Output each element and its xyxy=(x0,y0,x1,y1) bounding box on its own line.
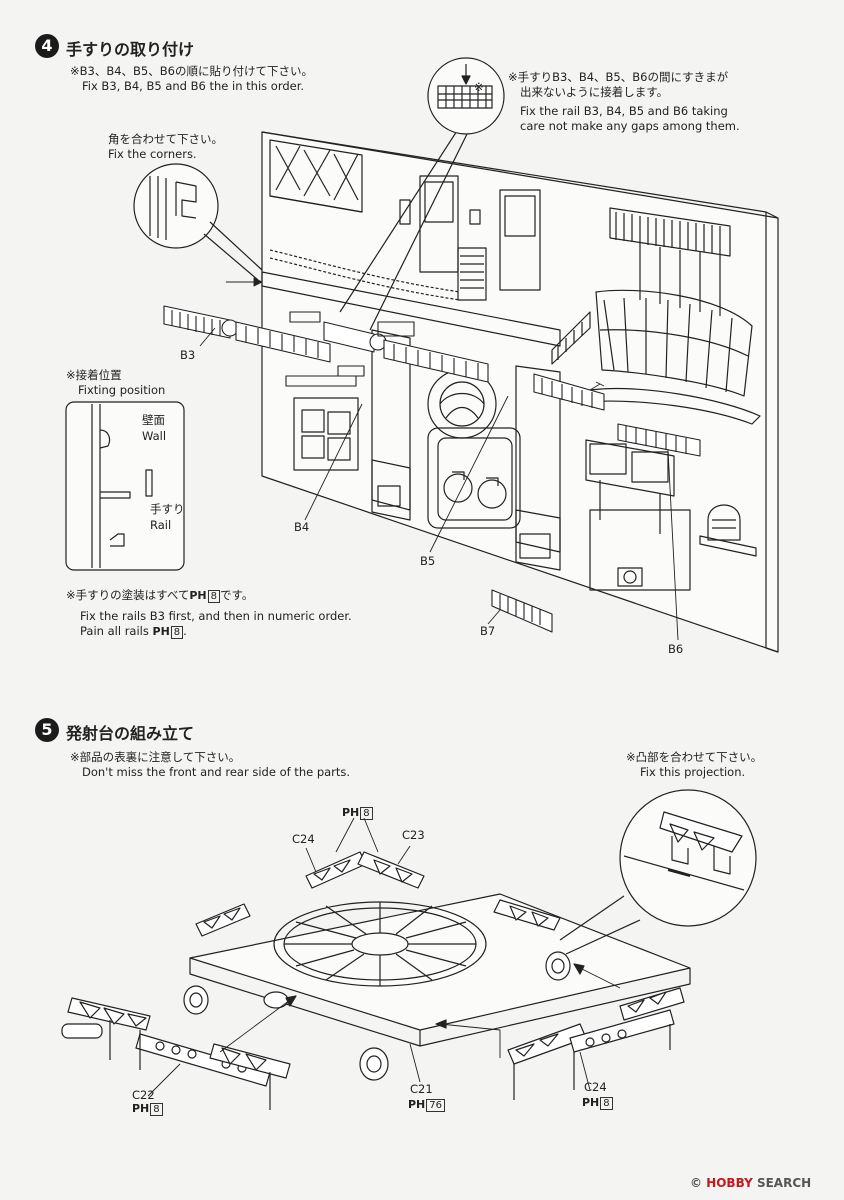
detail-projection xyxy=(559,789,757,955)
wall-panel-drawing xyxy=(261,131,779,653)
step-4-title: 手すりの取り付け xyxy=(66,40,195,59)
leader-lines xyxy=(199,277,679,641)
paint-note-en2-pre: Pain all rails xyxy=(80,624,149,638)
watermark-logo: © HOBBY SEARCH xyxy=(690,1176,811,1190)
watermark-search: SEARCH xyxy=(756,1176,812,1190)
paint-code-box: 8 xyxy=(207,590,221,603)
paint-code-box: 76 xyxy=(426,1099,446,1112)
fix-position-jp: ※接着位置 xyxy=(66,368,122,382)
order-note-jp: ※B3、B4、B5、B6の順に貼り付けて下さい。 xyxy=(70,64,313,78)
wall-label-jp: 壁面 xyxy=(142,413,165,427)
watermark-sep: © xyxy=(690,1176,702,1190)
paint-note-en2-post: . xyxy=(183,624,187,638)
part-label-b3: B3 xyxy=(180,348,196,362)
paint-prefix: PH xyxy=(582,1096,600,1109)
detail-rail-gap xyxy=(339,57,505,331)
step-5-title: 発射台の組み立て xyxy=(66,724,195,743)
gap-note-jp1: ※手すりB3、B4、B5、B6の間にすきまが xyxy=(508,70,729,84)
paint-prefix: PH xyxy=(408,1098,426,1111)
part-label-c22: C22 xyxy=(132,1088,155,1102)
launch-pad-drawing xyxy=(61,817,691,1110)
paint-prefix: PH xyxy=(189,589,207,602)
fix-position-en: Fixting position xyxy=(78,383,166,397)
projection-note-jp: ※凸部を合わせて下さい。 xyxy=(626,750,763,764)
part-label-b4: B4 xyxy=(294,520,310,534)
step-5-number: 5 xyxy=(35,718,59,742)
paint-prefix: PH xyxy=(152,625,170,638)
paint-code-box: 8 xyxy=(150,1103,163,1116)
gap-note-en2: care not make any gaps among them. xyxy=(520,119,740,133)
wall-label-en: Wall xyxy=(142,429,167,443)
watermark-hobby: HOBBY xyxy=(706,1176,753,1190)
rail-parts-drawing xyxy=(163,305,701,633)
fixing-position-detail xyxy=(65,401,185,571)
rail-label-jp: 手すり xyxy=(150,502,185,516)
order-note-en: Fix B3, B4, B5 and B6 the in this order. xyxy=(82,79,305,93)
gap-note-jp2: 出来ないように接着します。 xyxy=(520,85,669,99)
part-label-c21: C21 xyxy=(410,1082,433,1096)
side-note-en: Don't miss the front and rear side of th… xyxy=(82,765,351,779)
detail-corner xyxy=(133,163,263,281)
gap-note-en1: Fix the rail B3, B4, B5 and B6 taking xyxy=(520,104,728,118)
paint-code-box: 8 xyxy=(170,626,184,639)
paint-note-jp-pre: ※手すりの塗装はすべて xyxy=(66,588,190,602)
step-4-number: 4 xyxy=(35,34,59,58)
paint-note-en1: Fix the rails B3 first, and then in nume… xyxy=(80,609,352,623)
paint-prefix: PH xyxy=(132,1102,150,1115)
paint-prefix: PH xyxy=(342,806,360,819)
corner-note-jp: 角を合わせて下さい。 xyxy=(108,132,223,146)
part-label-b6: B6 xyxy=(668,642,684,656)
paint-code-box: 8 xyxy=(600,1097,613,1110)
projection-note-en: Fix this projection. xyxy=(640,765,746,779)
part-label-c23: C23 xyxy=(402,828,425,842)
paint-code-box: 8 xyxy=(360,807,373,820)
detail-star: ※ xyxy=(474,80,484,94)
part-label-b5: B5 xyxy=(420,554,436,568)
part-label-b7: B7 xyxy=(480,624,496,638)
part-label-c24-bottom: C24 xyxy=(584,1080,607,1094)
part-label-c24-top: C24 xyxy=(292,832,315,846)
paint-note-jp-post: です。 xyxy=(220,588,254,602)
side-note-jp: ※部品の表裏に注意して下さい。 xyxy=(70,750,241,764)
corner-note-en: Fix the corners. xyxy=(108,147,197,161)
rail-label-en: Rail xyxy=(150,518,172,532)
